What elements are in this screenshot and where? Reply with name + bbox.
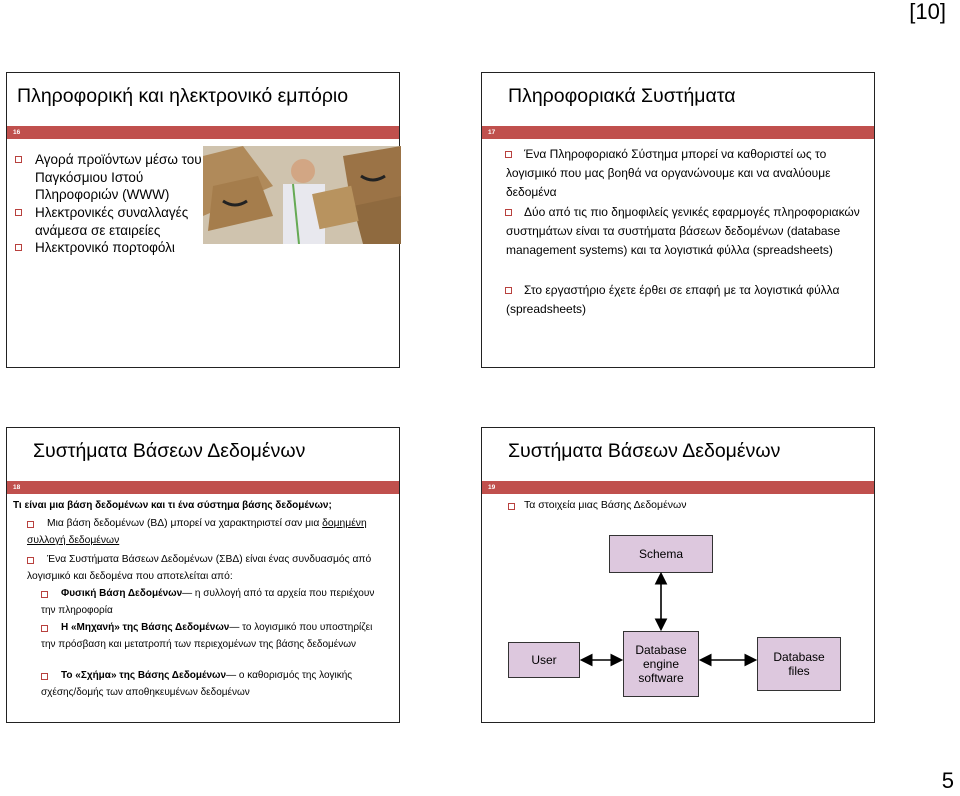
bullet-square-icon <box>15 156 22 163</box>
slide-number: 16 <box>13 129 21 136</box>
slide-title: Πληροφοριακά Συστήματα <box>508 85 736 107</box>
slide-accent-bar <box>7 481 399 494</box>
slide-16: Πληροφορική και ηλεκτρονικό εμπόριο 16 Α… <box>6 72 401 368</box>
bullet-item: Ένα Πληροφοριακό Σύστημα μπορεί να καθορ… <box>505 147 831 199</box>
slide-accent-bar <box>482 481 874 494</box>
bullet-square-icon <box>508 503 515 510</box>
bullet-square-icon <box>15 244 22 251</box>
user-box: User <box>508 642 580 678</box>
sub-bullet-item: Το «Σχήμα» της Βάσης Δεδομένων— ο καθορι… <box>41 670 353 698</box>
bullet-item: Τα στοιχεία μιας Βάσης Δεδομένων <box>508 499 686 511</box>
slide-19: Συστήματα Βάσεων Δεδομένων 19 Τα στοιχεί… <box>481 427 875 723</box>
sub-bullet-item: Η «Μηχανή» της Βάσης Δεδομένων— το λογισ… <box>41 622 373 650</box>
slide-17: Πληροφοριακά Συστήματα 17 Ένα Πληροφορια… <box>481 72 875 368</box>
bullet-item: Ηλεκτρονικές συναλλαγές ανάμεσα σε εταιρ… <box>15 204 205 239</box>
database-files-box: Database files <box>757 637 841 691</box>
page-label: [10] <box>909 0 946 24</box>
bullet-item: Στο εργαστήριο έχετε έρθει σε επαφή με τ… <box>505 283 840 316</box>
warehouse-photo <box>203 146 401 244</box>
bullet-item: Αγορά προϊόντων μέσω του Παγκόσμιου Ιστο… <box>15 151 205 204</box>
bullet-item: Δύο από τις πιο δημοφιλείς γενικές εφαρμ… <box>505 205 860 257</box>
bullet-square-icon <box>41 591 48 598</box>
slide-18: Συστήματα Βάσεων Δεδομένων 18 Τι είναι μ… <box>6 427 400 723</box>
bullet-square-icon <box>27 557 34 564</box>
schema-box: Schema <box>609 535 713 573</box>
diagram-arrows <box>579 571 758 667</box>
bullet-square-icon <box>15 209 22 216</box>
bullet-square-icon <box>505 209 512 216</box>
slide-number: 19 <box>488 484 496 491</box>
question-heading: Τι είναι μια βάση δεδομένων και τι ένα σ… <box>13 500 332 511</box>
slide-title: Συστήματα Βάσεων Δεδομένων <box>33 440 306 462</box>
slide-accent-bar <box>7 126 399 139</box>
bullet-item: Μια βάση δεδομένων (ΒΔ) μπορεί να χαρακτ… <box>27 518 367 546</box>
bullet-item: Ένα Συστήματα Βάσεων Δεδομένων (ΣΒΔ) είν… <box>27 554 372 582</box>
database-engine-box: Database engine software <box>623 631 699 697</box>
bullet-square-icon <box>41 673 48 680</box>
bullet-square-icon <box>505 151 512 158</box>
bullet-square-icon <box>41 625 48 632</box>
sub-bullet-item: Φυσική Βάση Δεδομένων— η συλλογή από τα … <box>41 588 375 616</box>
bullet-square-icon <box>27 521 34 528</box>
slide-accent-bar <box>482 126 874 139</box>
slide-title: Πληροφορική και ηλεκτρονικό εμπόριο <box>17 85 349 107</box>
slide-number: 18 <box>13 484 21 491</box>
bullet-square-icon <box>505 287 512 294</box>
bullet-item: Ηλεκτρονικό πορτοφόλι <box>15 239 225 257</box>
underlined-text: δομημένη συλλογή δεδομένων <box>27 518 367 546</box>
slide-number: 17 <box>488 129 496 136</box>
slide-title: Συστήματα Βάσεων Δεδομένων <box>508 440 781 462</box>
page-number: 5 <box>941 768 954 793</box>
